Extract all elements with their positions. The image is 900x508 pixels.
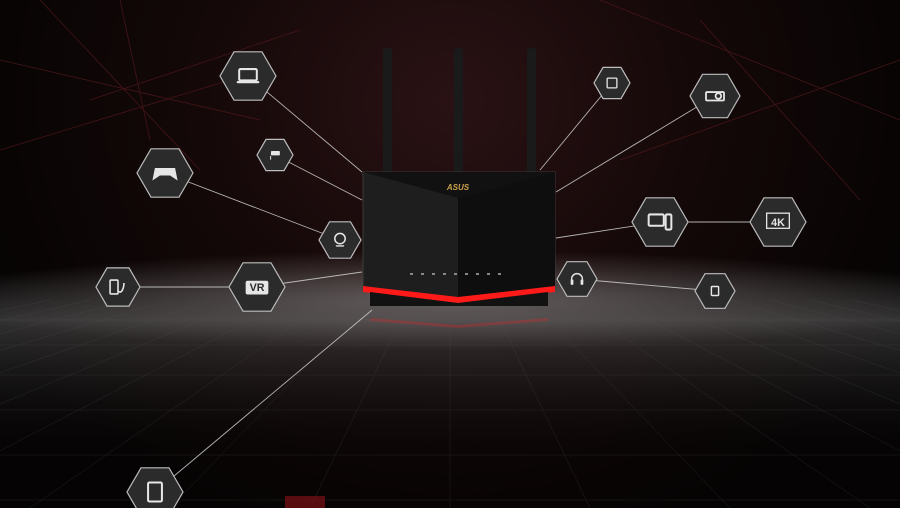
game-controller-node — [136, 148, 194, 198]
red-light-strip — [363, 286, 555, 303]
smartwatch-node — [694, 273, 736, 309]
red-accent — [285, 496, 325, 508]
desktop-pc-node — [631, 197, 689, 247]
hexagon-badge — [219, 51, 277, 101]
projector-node — [689, 73, 741, 119]
fax-icon — [606, 77, 618, 89]
4k-tv-node: 4K — [749, 197, 807, 247]
tablet-icon — [147, 481, 163, 503]
4k-tv-label: 4K — [771, 217, 785, 229]
hexagon-badge — [126, 467, 184, 508]
floor-grid — [0, 299, 900, 508]
vr-headset-label: VR — [250, 282, 265, 294]
desktop-icon — [647, 213, 673, 231]
antenna-right — [527, 48, 536, 178]
hexagon-badge — [694, 273, 736, 309]
router: ASUS — [362, 48, 556, 328]
hexagon-badge — [593, 66, 631, 100]
status-leds — [410, 273, 501, 275]
tablet-node — [126, 467, 184, 508]
reflection — [370, 318, 548, 328]
headphones-node — [556, 261, 598, 297]
antenna-center — [454, 48, 463, 178]
smartwatch-icon — [710, 285, 720, 297]
hexagon-badge — [749, 197, 807, 247]
cctv-camera-icon — [270, 150, 280, 160]
laptop-icon — [236, 68, 260, 84]
tv-4k-icon: 4K — [766, 212, 790, 229]
fax-phone-node — [593, 66, 631, 100]
webcam-node — [318, 221, 362, 259]
hexagon-badge — [556, 261, 598, 297]
background-network-lines — [0, 0, 900, 201]
gamepad-icon — [152, 167, 178, 181]
projector-icon — [705, 91, 725, 102]
hexagon-badge — [318, 221, 362, 259]
vr-headset-node: VR — [228, 262, 286, 312]
hexagon-badge — [631, 197, 689, 247]
asus-logo: ASUS — [446, 183, 470, 192]
medical-monitor-icon — [109, 279, 125, 295]
headphones-icon — [570, 272, 584, 285]
webcam-icon — [334, 232, 346, 247]
laptop-node — [219, 51, 277, 101]
security-camera-node — [256, 138, 294, 172]
medical-device-node — [95, 267, 141, 307]
vr-headset-icon: VR — [245, 280, 269, 295]
antenna-left — [383, 48, 392, 178]
